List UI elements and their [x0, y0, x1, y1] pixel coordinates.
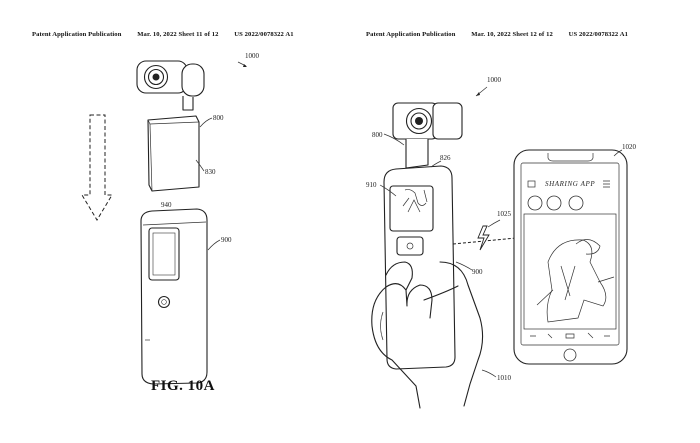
- ref-phone-right: 1020: [622, 143, 637, 151]
- left-sheet-header: Patent Application Publication Mar. 10, …: [32, 31, 308, 38]
- right-publication-label: Patent Application Publication: [366, 31, 456, 38]
- figure-label-10a: FIG. 10A: [151, 378, 215, 394]
- ref-assembly-left: 1000: [245, 52, 260, 60]
- left-patent-number: US 2022/0078322 A1: [234, 31, 294, 38]
- right-patent-number: US 2022/0078322 A1: [568, 31, 628, 38]
- ref-handle-left: 900: [221, 236, 232, 244]
- insertion-arrow: [81, 114, 113, 221]
- right-date-sheet: Mar. 10, 2022 Sheet 12 of 12: [471, 31, 553, 38]
- ref-body-face-left: 830: [205, 168, 216, 176]
- ref-upper-body-left: 800: [213, 114, 224, 122]
- ref-seam-right: 826: [440, 154, 451, 162]
- wireless-bolt: [477, 225, 490, 251]
- ref-handle-right: 900: [472, 268, 483, 276]
- ref-hand-right: 1010: [497, 374, 512, 382]
- fig-10b-sharing-view: SHARING APP 1000 800 826 910 1020 1025 9…: [366, 76, 637, 409]
- ref-top-edge-left: 940: [161, 201, 172, 209]
- hand-illustration: [371, 261, 484, 409]
- left-publication-label: Patent Application Publication: [32, 31, 122, 38]
- ref-assembly-right: 1000: [487, 76, 502, 84]
- right-sheet-header: Patent Application Publication Mar. 10, …: [366, 31, 642, 38]
- fig-10a-exploded-view: 1000 800 830 940 900: [81, 52, 260, 385]
- left-date-sheet: Mar. 10, 2022 Sheet 11 of 12: [137, 31, 219, 38]
- handheld-device-body: [383, 165, 456, 370]
- ref-display-right: 910: [366, 181, 377, 189]
- upper-body-module: [147, 115, 200, 192]
- ref-upper-body-right: 800: [372, 131, 383, 139]
- handle-module: [140, 208, 208, 385]
- camera-head: [136, 60, 205, 111]
- camera-head-right: [392, 102, 463, 169]
- ref-wireless-right: 1025: [497, 210, 512, 218]
- phone-app-title: SHARING APP: [545, 180, 595, 188]
- smartphone: SHARING APP: [513, 149, 628, 365]
